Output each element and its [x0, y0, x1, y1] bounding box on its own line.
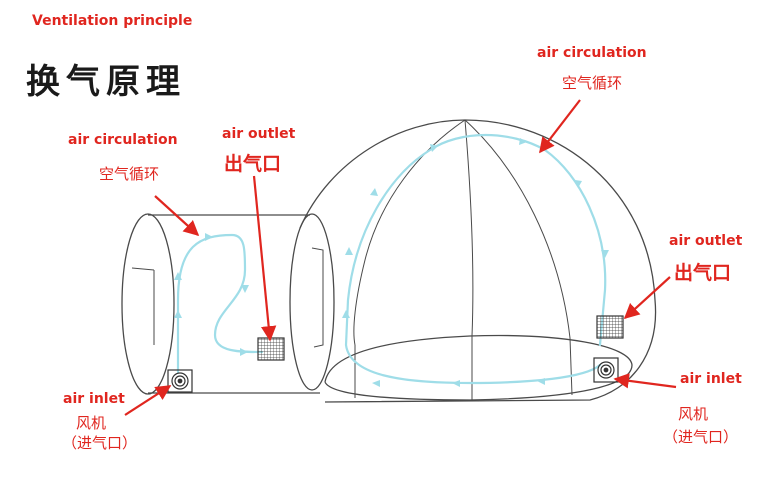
label-air-inlet-right: air inlet [680, 371, 742, 387]
label-air-outlet-left: air outlet [222, 126, 296, 142]
tunnel-body [121, 213, 335, 395]
label-fan-right-zh: 风机 [678, 405, 709, 423]
label-air-outlet-right-zh: 出气口 [674, 262, 732, 284]
title-chinese: 换气原理 [26, 62, 186, 102]
label-fan-left-zh: 风机 [76, 414, 107, 432]
label-air-circulation-right-zh: 空气循环 [562, 74, 623, 92]
outlet-vent-icon [596, 315, 624, 339]
fan-grille-icon [167, 369, 193, 393]
label-air-circulation-left-zh: 空气循环 [99, 165, 160, 183]
flow-arrows [176, 133, 607, 385]
label-air-outlet-right: air outlet [669, 233, 743, 249]
pointer-arrow-icon [124, 99, 677, 416]
fan-grille-icon [593, 357, 619, 383]
label-air-outlet-left-zh: 出气口 [224, 153, 282, 175]
outlet-vent-icon [257, 337, 285, 361]
label-air-circulation-left: air circulation [68, 132, 178, 148]
title-english: Ventilation principle [32, 13, 193, 29]
label-air-inlet-left: air inlet [63, 391, 125, 407]
label-inlet-right-zh: （进气口） [663, 428, 739, 446]
label-air-circulation-right: air circulation [537, 45, 647, 61]
flow-arrow-heads [174, 138, 609, 387]
label-inlet-left-zh: （进气口） [62, 434, 138, 452]
